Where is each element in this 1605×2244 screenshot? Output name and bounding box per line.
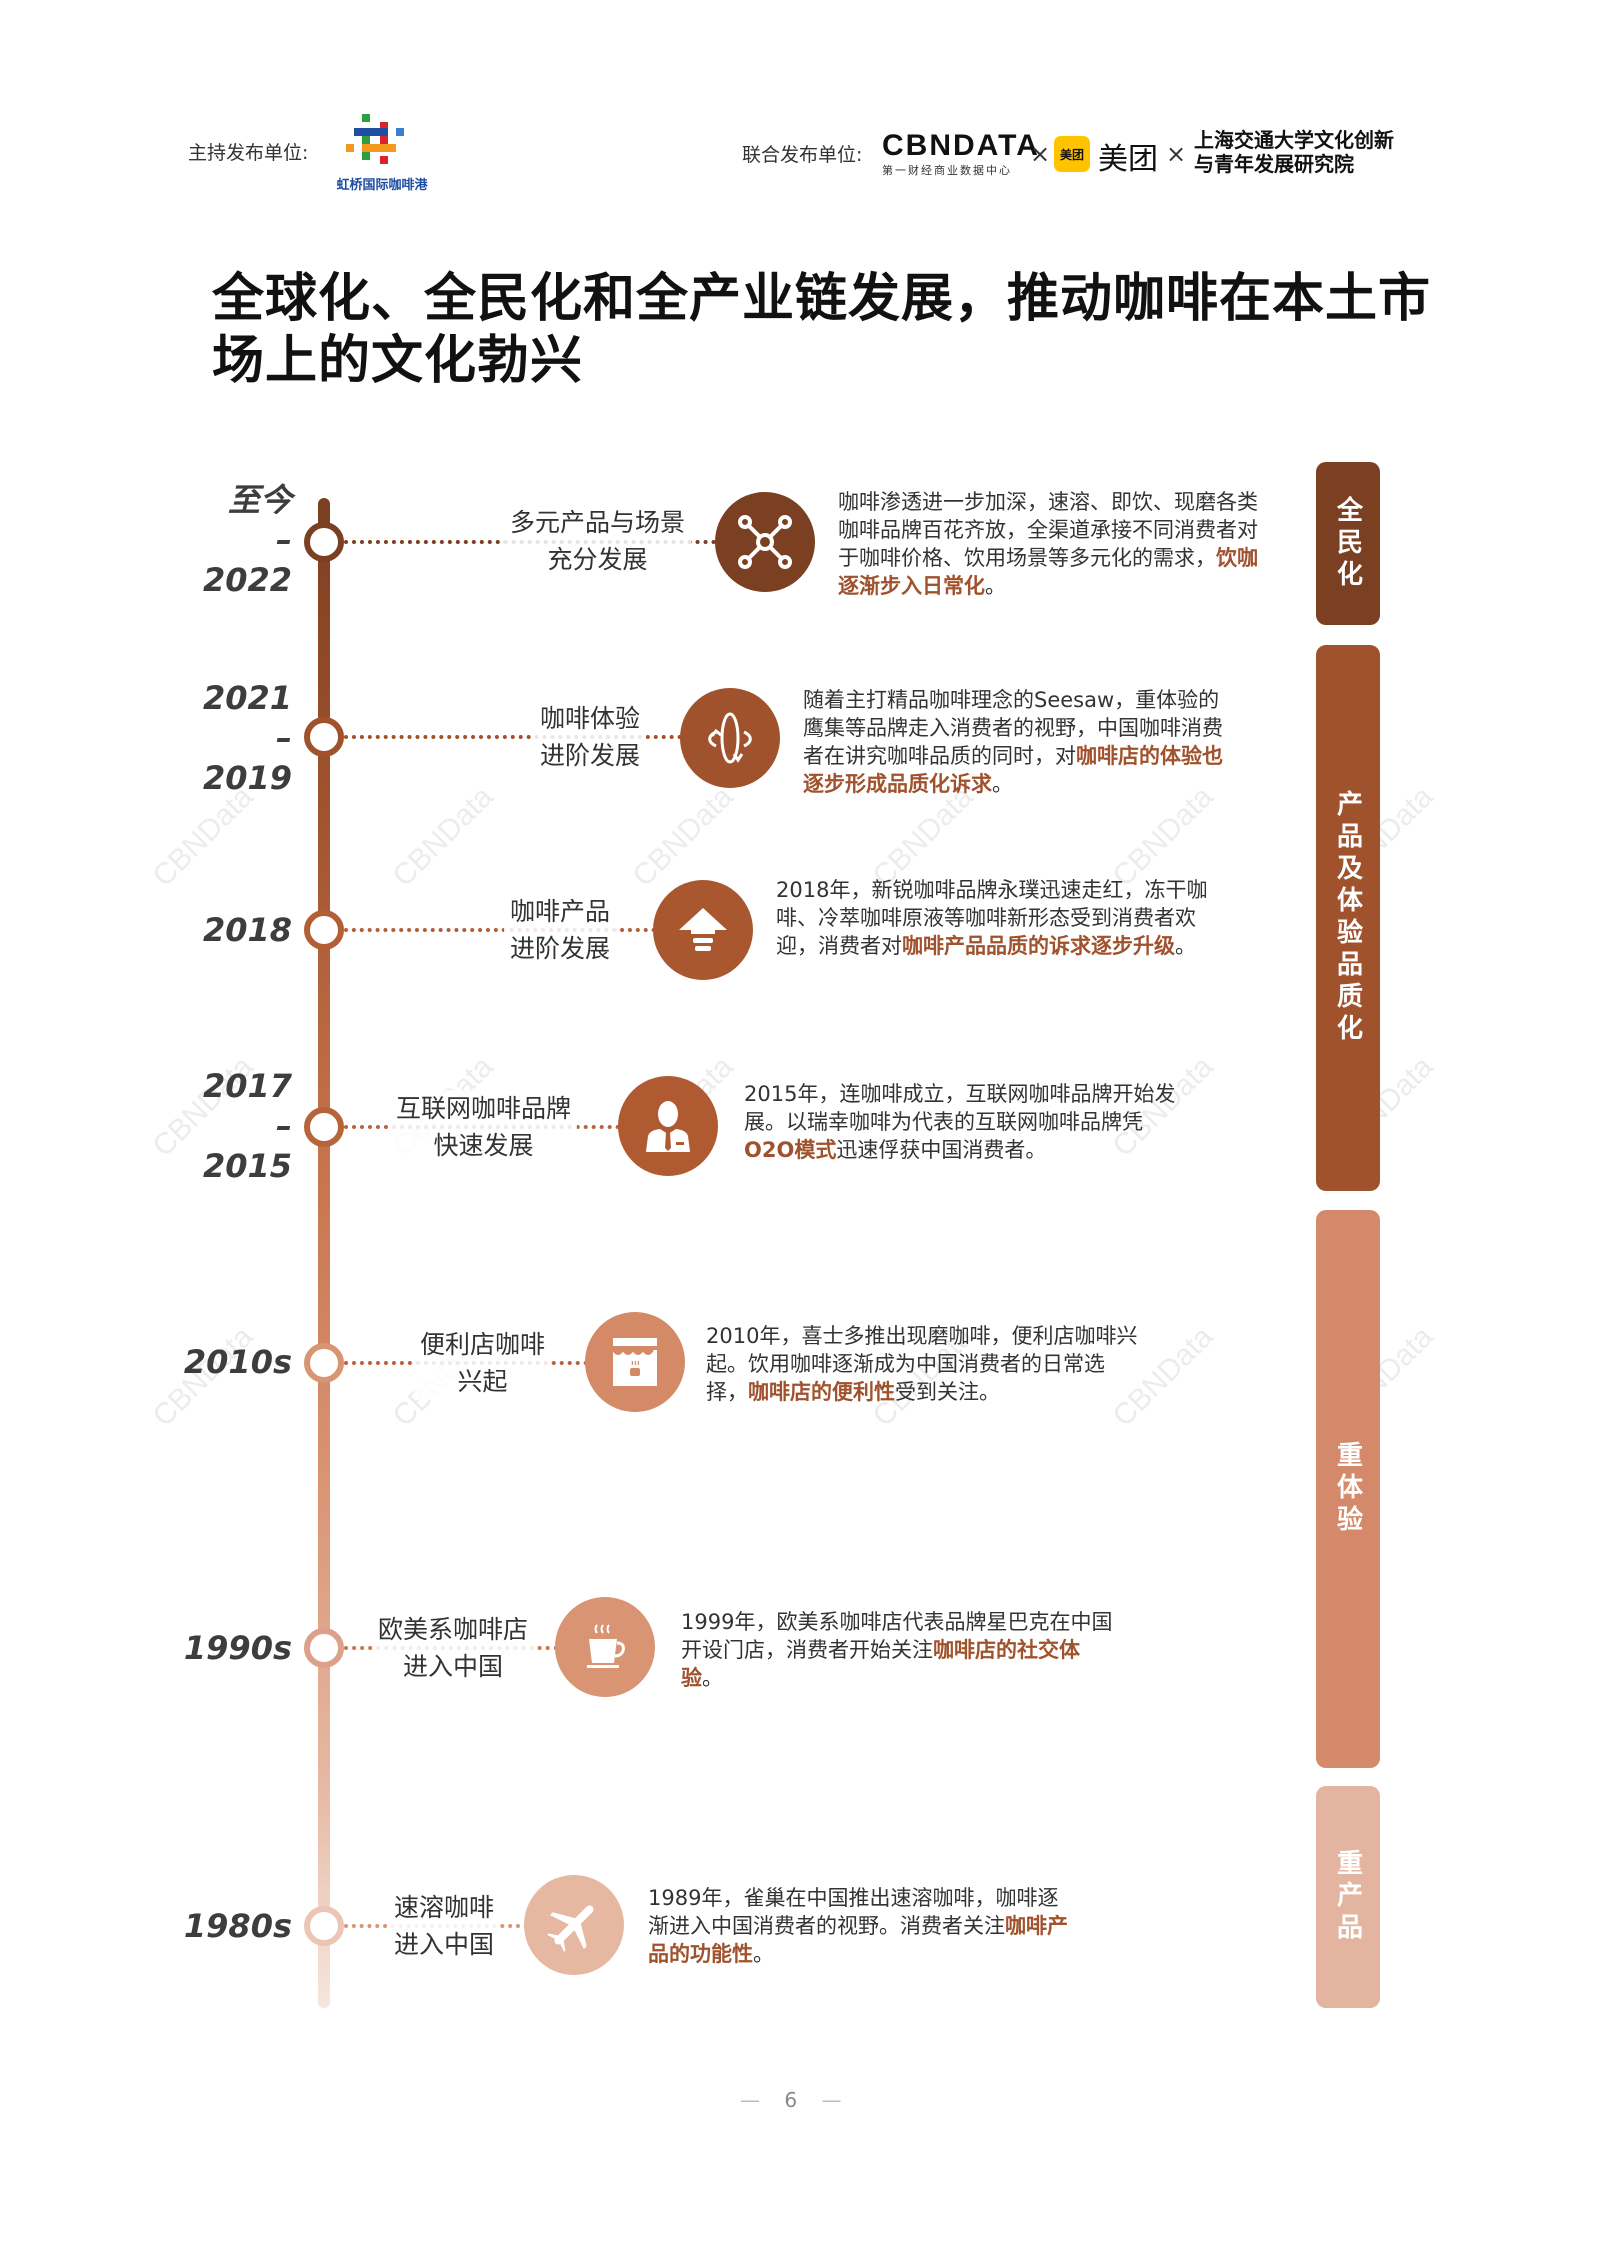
rotate-3d-icon — [680, 688, 780, 788]
year-label: 1980s — [183, 1907, 292, 1945]
description: 咖啡渗透进一步加深，速溶、即饮、现磨各类咖啡品牌百花齐放，全渠道承接不同消费者对… — [838, 490, 1258, 598]
phase-label: 互联网咖啡品牌 快速发展 — [390, 1090, 578, 1164]
description: 2018年，新锐咖啡品牌永璞迅速走红，冻干咖啡、冷萃咖啡原液等咖啡新形态受到消费… — [776, 878, 1208, 958]
timeline-node — [304, 1343, 344, 1383]
airplane-icon — [524, 1875, 624, 1975]
phase-label: 咖啡体验 进阶发展 — [534, 700, 647, 774]
timeline-node — [304, 1628, 344, 1668]
highlight-text: 咖啡产品品质的诉求逐步升级 — [902, 934, 1175, 958]
category-bar-experience: 重体验 — [1316, 1210, 1380, 1768]
timeline-node — [304, 910, 344, 950]
phase-label: 速溶咖啡 进入中国 — [388, 1889, 501, 1963]
sjtu-line-2: 与青年发展研究院 — [1194, 152, 1354, 176]
connector-dotted-line — [344, 928, 656, 932]
cbndata-logo: CBNDATA 第一财经商业数据中心 — [882, 130, 1040, 178]
meituan-logo-text: 美团 — [1098, 142, 1158, 177]
meituan-badge: 美团 — [1054, 136, 1090, 172]
phase-label: 便利店咖啡 兴起 — [414, 1326, 552, 1400]
highlight-text: 咖啡店的社交体验 — [681, 1638, 1080, 1690]
network-icon — [715, 492, 815, 592]
year-label: 至今 – 2022 — [202, 481, 292, 599]
upgrade-arrow-icon — [653, 880, 753, 980]
phase-label: 多元产品与场景 充分发展 — [504, 504, 692, 578]
year-label: 1990s — [183, 1629, 292, 1667]
page-number: — 6 — — [740, 2088, 842, 2112]
hongqiao-logo-text: 虹桥国际咖啡港 — [336, 178, 428, 193]
description: 1999年，欧美系咖啡店代表品牌星巴克在中国开设门店，消费者开始关注咖啡店的社交… — [681, 1610, 1113, 1690]
timeline-node — [304, 717, 344, 757]
category-bar-product: 重产品 — [1316, 1786, 1380, 2008]
phase-label: 欧美系咖啡店 进入中国 — [372, 1611, 535, 1685]
businessman-icon — [618, 1076, 718, 1176]
sjtu-logo: 上海交通大学文化创新 与青年发展研究院 — [1194, 128, 1394, 176]
storefront-icon — [585, 1312, 685, 1412]
hongqiao-logo: 虹桥国际咖啡港 — [332, 112, 432, 193]
hongqiao-logo-mark-icon — [346, 114, 404, 164]
cbndata-logo-text: CBNDATA — [882, 129, 1040, 162]
description: 2015年，连咖啡成立，互联网咖啡品牌开始发展。以瑞幸咖啡为代表的互联网咖啡品牌… — [744, 1082, 1176, 1162]
year-label: 2017 – 2015 — [202, 1067, 292, 1185]
watermark: CBNData — [386, 780, 500, 894]
co-publisher-label: 联合发布单位: — [742, 144, 863, 166]
host-label: 主持发布单位: — [188, 142, 309, 164]
times-sign: × — [1166, 140, 1187, 168]
timeline-node — [304, 1906, 344, 1946]
highlight-text: 咖啡产品的功能性 — [648, 1914, 1068, 1966]
category-bar-quality: 产品及体验品质化 — [1316, 645, 1380, 1191]
year-label: 2021 – 2019 — [202, 679, 292, 797]
times-sign: × — [1030, 140, 1051, 168]
sjtu-line-1: 上海交通大学文化创新 — [1194, 128, 1394, 152]
highlight-text: 咖啡店的体验也逐步形成品质化诉求 — [803, 744, 1223, 796]
highlight-text: O2O模式 — [744, 1138, 837, 1162]
category-bar-quanminhua: 全民化 — [1316, 462, 1380, 625]
year-label: 2010s — [183, 1343, 292, 1381]
description: 1989年，雀巢在中国推出速溶咖啡，咖啡逐渐进入中国消费者的视野。消费者关注咖啡… — [648, 1886, 1068, 1966]
description: 2010年，喜士多推出现磨咖啡，便利店咖啡兴起。饮用咖啡逐渐成为中国消费者的日常… — [706, 1324, 1138, 1404]
highlight-text: 饮咖逐渐步入日常化 — [838, 546, 1258, 598]
phase-label: 咖啡产品 进阶发展 — [504, 893, 617, 967]
watermark: CBNData — [626, 780, 740, 894]
description: 随着主打精品咖啡理念的Seesaw，重体验的鹰集等品牌走入消费者的视野，中国咖啡… — [803, 688, 1223, 796]
year-label: 2018 — [202, 911, 292, 949]
connector-dotted-line — [344, 735, 682, 739]
timeline-node — [304, 522, 344, 562]
timeline-node — [304, 1107, 344, 1147]
highlight-text: 咖啡店的便利性 — [748, 1380, 895, 1404]
cbndata-logo-subtext: 第一财经商业数据中心 — [882, 164, 1012, 177]
page-title: 全球化、全民化和全产业链发展，推动咖啡在本土市场上的文化勃兴 — [212, 269, 1432, 391]
coffee-cup-icon — [555, 1597, 655, 1697]
